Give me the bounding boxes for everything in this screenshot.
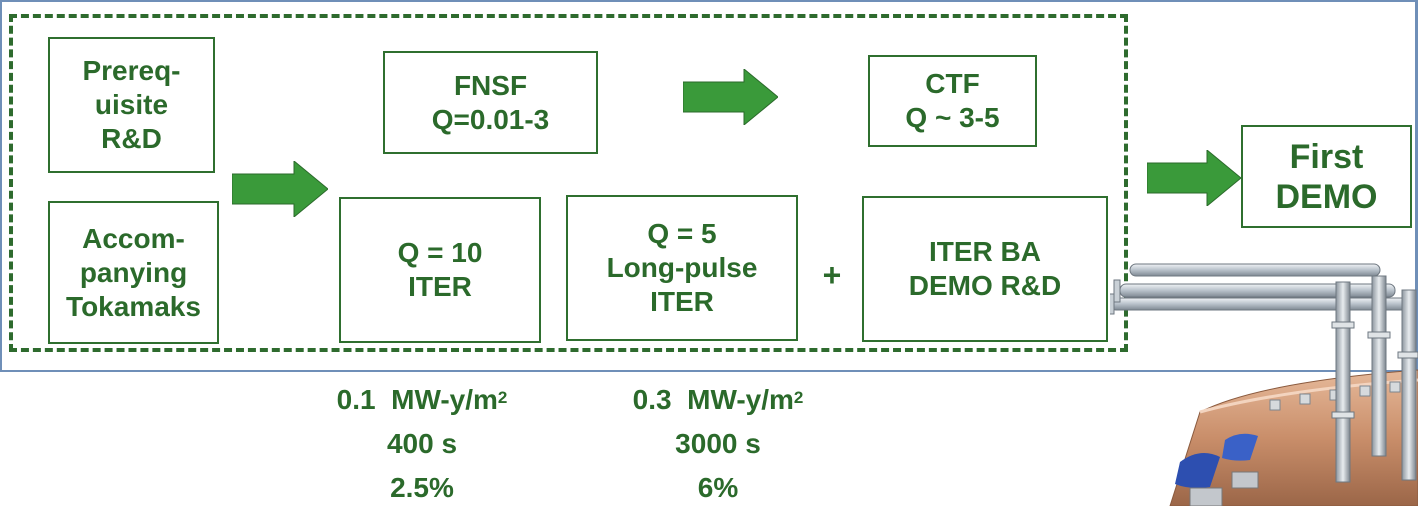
metrics-right: 0.3 MW-y/m2 3000 s 6% <box>588 378 848 510</box>
tokamak-apparatus-icon <box>1110 263 1418 506</box>
accompanying-line-3: Tokamaks <box>66 290 201 322</box>
metric-left-fluence: 0.1 MW-y/m2 <box>292 378 552 422</box>
accompanying-line-2: panying <box>79 256 188 288</box>
metric-right-fluence-unit: MW-y/m <box>687 384 794 415</box>
metric-left-duration: 400 s <box>386 428 458 459</box>
iter-ba-line-2: DEMO R&D <box>908 270 1062 301</box>
ctf-title: CTF <box>925 68 980 99</box>
iter-longpulse-label: Long-pulse <box>606 252 758 283</box>
frame-top-line <box>0 0 1418 2</box>
frame-left-line <box>0 0 2 372</box>
prereq-line-3: R&D <box>101 123 162 154</box>
metrics-left: 0.1 MW-y/m2 400 s 2.5% <box>292 378 552 510</box>
iter-q10-box: Q = 10 ITER <box>339 197 541 343</box>
frame-divider-line <box>0 370 1418 372</box>
prereq-line-2: uisite <box>94 89 169 120</box>
frame-right-line <box>1415 0 1418 372</box>
metric-right-duration: 3000 s <box>675 428 761 459</box>
metric-left-percent: 2.5% <box>390 472 454 503</box>
prereq-line-1: Prereq- <box>82 55 181 86</box>
accompanying-tokamaks-box: Accom- panying Tokamaks <box>48 201 219 344</box>
prereq-rd-box: Prereq- uisite R&D <box>48 37 215 173</box>
metric-right-fluence: 0.3 MW-y/m2 <box>588 378 848 422</box>
iter-longpulse-iter: ITER <box>650 286 714 317</box>
ctf-q-value: Q ~ 3-5 <box>905 102 1000 133</box>
fnsf-q-value: Q=0.01-3 <box>431 103 550 135</box>
right-arrow-icon <box>232 161 328 217</box>
fnsf-title: FNSF <box>453 69 528 101</box>
metric-right-fluence-exp: 2 <box>793 388 804 407</box>
metric-left-fluence-value: 0.1 <box>336 384 376 415</box>
accompanying-line-1: Accom- <box>82 222 185 254</box>
metric-right-percent: 6% <box>697 472 739 503</box>
iter-ba-line-1: ITER BA <box>929 236 1041 267</box>
metric-left-fluence-exp: 2 <box>497 388 508 407</box>
right-arrow-icon <box>683 69 778 125</box>
pathway-dashed-boundary <box>9 14 1128 352</box>
first-demo-box: First DEMO <box>1241 125 1412 228</box>
first-demo-line-2: DEMO <box>1275 177 1378 216</box>
right-arrow-icon <box>1147 150 1241 206</box>
metric-right-fluence-value: 0.3 <box>632 384 672 415</box>
first-demo-line-1: First <box>1289 137 1364 176</box>
plus-sign: + <box>822 257 842 293</box>
metric-left-fluence-unit: MW-y/m <box>391 384 498 415</box>
fnsf-box: FNSF Q=0.01-3 <box>383 51 598 154</box>
ctf-box: CTF Q ~ 3-5 <box>868 55 1037 147</box>
iter-ba-demo-rd-box: ITER BA DEMO R&D <box>862 196 1108 342</box>
iter-q10-value: Q = 10 <box>397 237 483 268</box>
iter-longpulse-q-value: Q = 5 <box>647 218 717 249</box>
iter-q10-label: ITER <box>408 271 472 302</box>
iter-longpulse-box: Q = 5 Long-pulse ITER <box>566 195 798 341</box>
